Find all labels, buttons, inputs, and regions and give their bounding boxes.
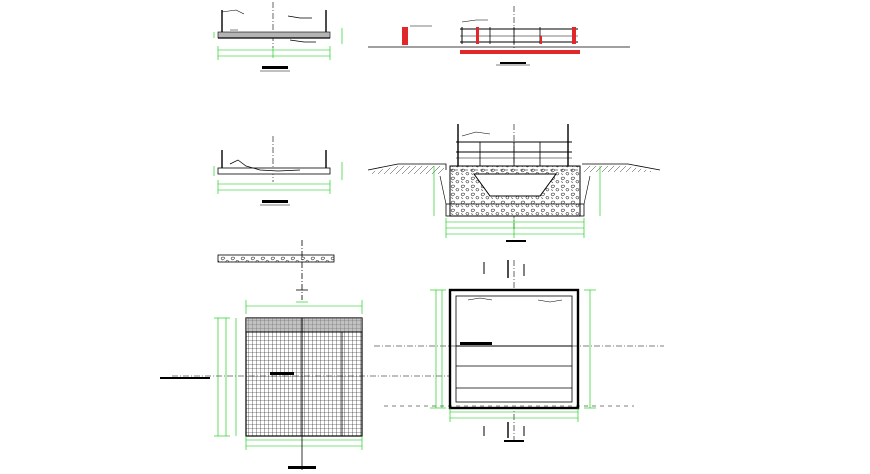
view-label-block [504, 440, 524, 442]
view-top-right-elevation [368, 6, 630, 66]
view-mid-right-culvert-section [367, 124, 661, 242]
view-label-block [500, 62, 526, 64]
view-reinforcement-plan [160, 300, 460, 470]
view-slab-strip-section [217, 240, 335, 303]
view-label-block [262, 66, 288, 69]
view-mid-left-section [213, 136, 343, 206]
view-culvert-plan [374, 260, 664, 442]
view-top-left-section [213, 2, 343, 72]
view-label-block [262, 200, 288, 203]
view-label-block [506, 240, 526, 242]
view-label-block [288, 466, 316, 469]
